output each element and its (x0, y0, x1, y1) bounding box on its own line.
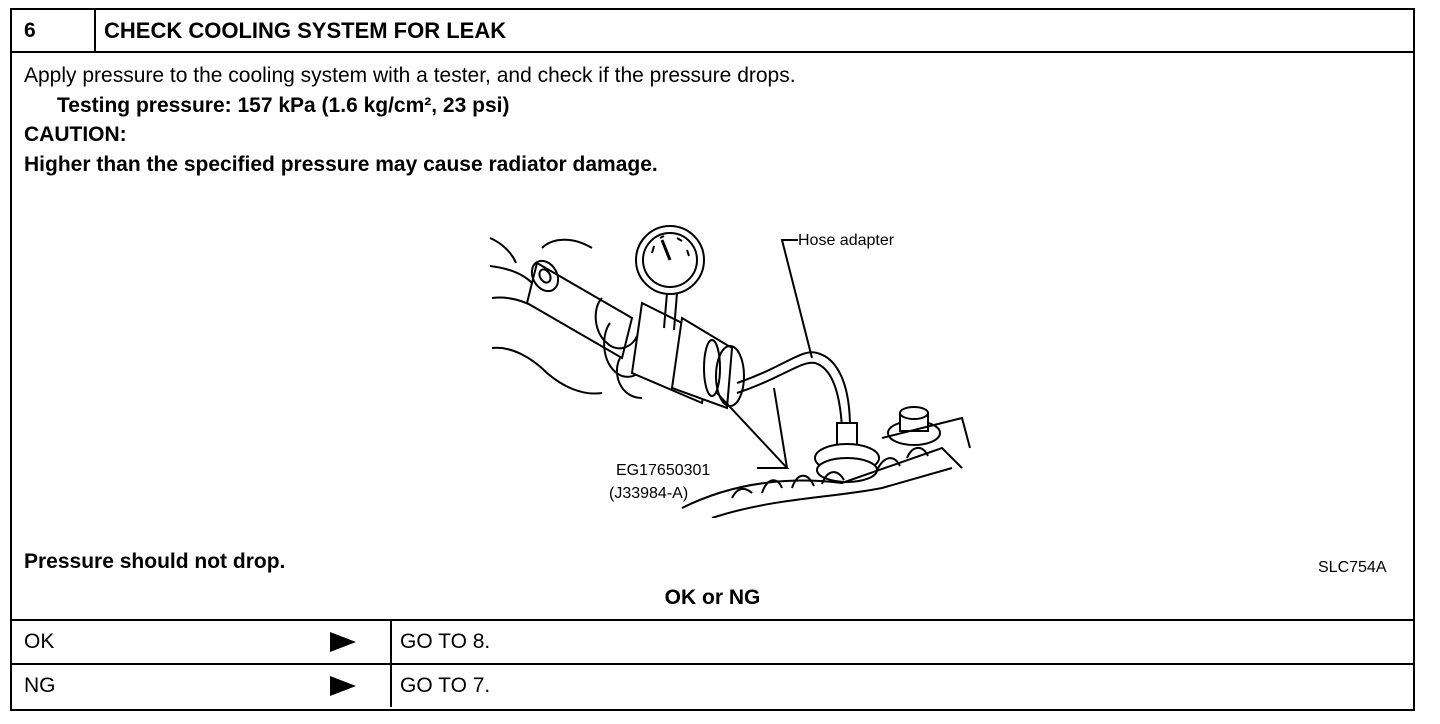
column-divider (390, 665, 392, 707)
result-action: GO TO 7. (400, 674, 491, 697)
result-key: NG (24, 674, 56, 697)
figure-id: SLC754A (1318, 559, 1387, 576)
arrow-right-icon (330, 632, 356, 652)
pressure-tester-illustration: Hose adapter EG17650301 (J33984-A) (489, 225, 971, 518)
hose-adapter-label: Hose adapter (798, 232, 895, 249)
caution-label: CAUTION: (24, 123, 127, 146)
tool-number-label: EG17650301 (616, 462, 710, 479)
result-action: GO TO 8. (400, 630, 491, 653)
decision-row-ng: NG GO TO 7. (12, 663, 1413, 707)
decision-label: OK or NG (664, 586, 761, 609)
step-header: 6 CHECK COOLING SYSTEM FOR LEAK (12, 10, 1413, 53)
instruction-text: Apply pressure to the cooling system wit… (24, 64, 796, 87)
decision-row-ok: OK GO TO 8. (12, 619, 1413, 663)
step-body: Apply pressure to the cooling system wit… (12, 53, 1413, 618)
expected-result: Pressure should not drop. (24, 550, 286, 573)
caution-text: Higher than the specified pressure may c… (24, 153, 658, 176)
tool-alt-label: (J33984-A) (609, 485, 688, 502)
column-divider (390, 621, 392, 663)
testing-pressure: Testing pressure: 157 kPa (1.6 kg/cm², 2… (57, 94, 510, 117)
step-title: CHECK COOLING SYSTEM FOR LEAK (104, 18, 507, 43)
step-number: 6 (12, 10, 96, 51)
arrow-right-icon (330, 676, 356, 696)
result-key: OK (24, 630, 55, 653)
procedure-table: 6 CHECK COOLING SYSTEM FOR LEAK Apply pr… (10, 8, 1415, 711)
